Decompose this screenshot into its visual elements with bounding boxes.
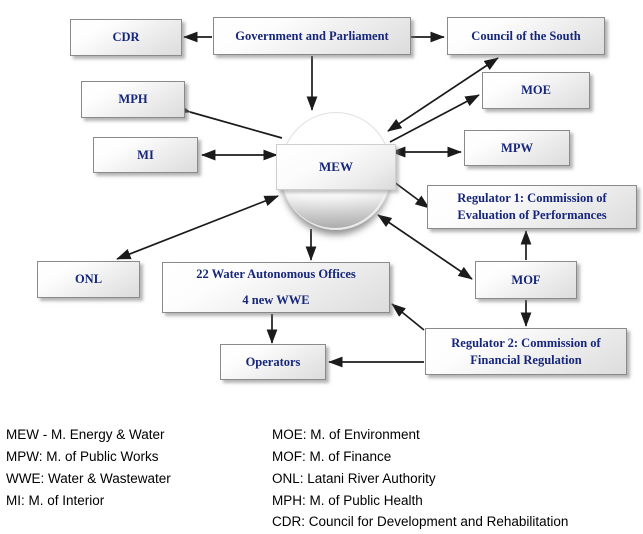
legend-item: CDR: Council for Development and Rehabil… — [272, 514, 569, 530]
node-regulator1-line1: Regulator 1: Commission of — [457, 191, 607, 206]
node-mof-label: MOF — [511, 272, 541, 287]
node-regulator2-line1: Regulator 2: Commission of — [451, 335, 601, 350]
legend-item: MOF: M. of Finance — [272, 448, 392, 464]
node-moe-label: MOE — [521, 83, 551, 98]
node-council-of-the-south[interactable]: Council of the South — [447, 17, 605, 55]
node-operators[interactable]: Operators — [220, 344, 326, 380]
legend-item: ONL: Latani River Authority — [272, 470, 436, 486]
node-water-offices-line2: 4 new WWE — [242, 293, 310, 307]
legend-left-column: MEW - M. Energy & Water MPW: M. of Publi… — [6, 424, 171, 511]
node-mew-label: MEW — [276, 144, 396, 190]
node-mew[interactable]: MEW — [276, 112, 396, 230]
node-operators-label: Operators — [245, 354, 301, 369]
edge-regulator2-to-water-offices — [391, 303, 425, 331]
legend-item: MOE: M. of Environment — [272, 427, 420, 442]
node-mph[interactable]: MPH — [81, 81, 185, 118]
node-onl[interactable]: ONL — [37, 261, 140, 298]
node-regulator-1[interactable]: Regulator 1: Commission of Evaluation of… — [427, 185, 637, 229]
edge-mew-to-mph — [175, 103, 283, 139]
node-onl-label: ONL — [74, 272, 103, 287]
legend-item: MEW - M. Energy & Water — [6, 427, 165, 442]
node-cdr[interactable]: CDR — [70, 19, 182, 56]
node-regulator2-line2: Financial Regulation — [470, 352, 582, 367]
legend-item: MPH: M. of Public Health — [272, 492, 423, 508]
node-mi-label: MI — [137, 147, 154, 162]
node-mph-label: MPH — [118, 92, 148, 107]
legend-item: MI: M. of Interior — [6, 492, 105, 508]
node-council-label: Council of the South — [471, 28, 581, 43]
node-moe[interactable]: MOE — [482, 72, 590, 109]
node-water-autonomous-offices[interactable]: 22 Water Autonomous Offices 4 new WWE — [162, 262, 390, 313]
legend-right-column: MOE: M. of Environment MOF: M. of Financ… — [272, 424, 568, 533]
node-water-offices-line1: 22 Water Autonomous Offices — [196, 267, 356, 282]
node-mof[interactable]: MOF — [475, 261, 577, 299]
legend-item: WWE: Water & Wastewater — [6, 470, 171, 486]
node-cdr-label: CDR — [112, 30, 140, 45]
node-government-and-parliament[interactable]: Government and Parliament — [213, 17, 411, 55]
node-mpw[interactable]: MPW — [464, 130, 570, 166]
node-government-label: Government and Parliament — [235, 28, 389, 43]
node-regulator1-line2: Evaluation of Performances — [457, 208, 607, 222]
node-mi[interactable]: MI — [93, 137, 198, 173]
node-mpw-label: MPW — [501, 140, 533, 155]
edge-mew-onl-bidirectional — [116, 195, 279, 260]
node-regulator-2[interactable]: Regulator 2: Commission of Financial Reg… — [425, 328, 627, 375]
legend-item: MPW: M. of Public Works — [6, 448, 159, 464]
